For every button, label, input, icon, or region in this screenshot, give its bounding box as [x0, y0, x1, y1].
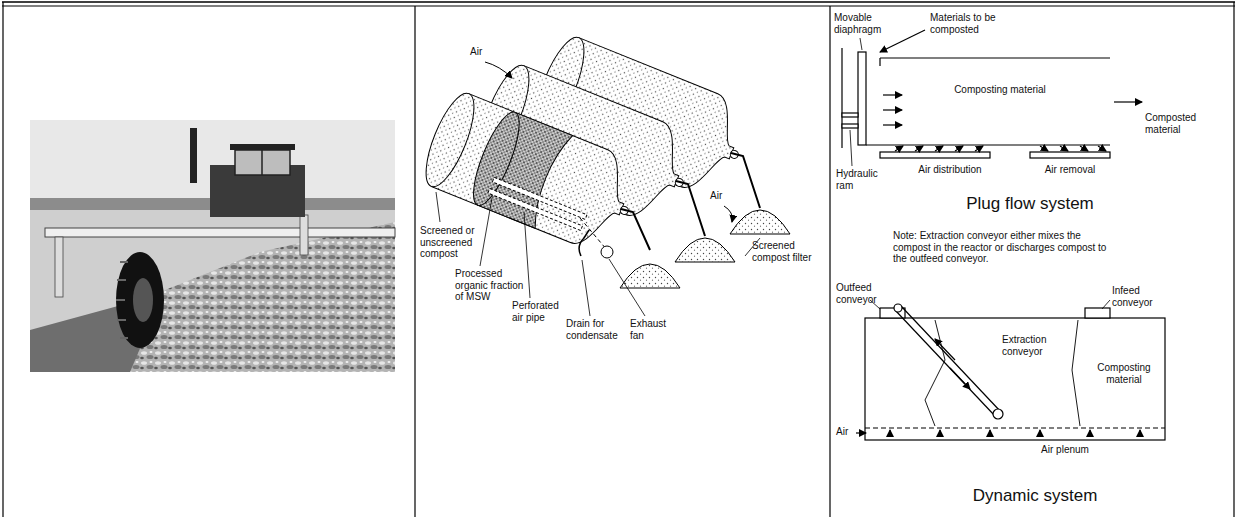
part-label: Perforated air pipe — [512, 300, 570, 323]
part-label: Composted material — [1145, 112, 1215, 135]
panel-title: Dynamic system — [925, 486, 1145, 506]
part-label: Screened compost filter — [752, 240, 826, 263]
air-label: Air — [710, 190, 734, 202]
part-label: Exhaust fan — [630, 318, 682, 341]
part-label: Hydraulic ram — [836, 168, 892, 191]
windrow-turner-photo — [30, 120, 395, 372]
static-pile-illustration — [416, 32, 790, 316]
panel-title: Plug flow system — [920, 194, 1140, 214]
material-label: Composting material — [1088, 362, 1160, 385]
note-text: Note: Extraction conveyor either mixes t… — [893, 230, 1121, 265]
part-label: Air distribution — [905, 164, 995, 176]
part-label: Processed organic fraction of MSW — [455, 268, 531, 303]
part-label: Air plenum — [1020, 444, 1110, 456]
part-label: Outfeed conveyor — [836, 282, 896, 305]
part-label: Extraction conveyor — [1002, 334, 1068, 357]
part-label: Movable diaphragm — [834, 12, 898, 35]
air-label: Air — [836, 426, 856, 438]
air-label: Air — [470, 46, 500, 58]
part-label: Air removal — [1025, 164, 1115, 176]
material-label: Composting material — [950, 84, 1050, 96]
dynamic-reactor — [856, 300, 1165, 440]
part-label: Materials to be composted — [930, 12, 1040, 35]
plug-flow-reactor — [842, 30, 1142, 166]
part-label: Infeed conveyor — [1112, 285, 1172, 308]
part-label: Drain for condensate — [566, 318, 626, 341]
part-label: Screened or unscreened compost — [420, 225, 492, 260]
